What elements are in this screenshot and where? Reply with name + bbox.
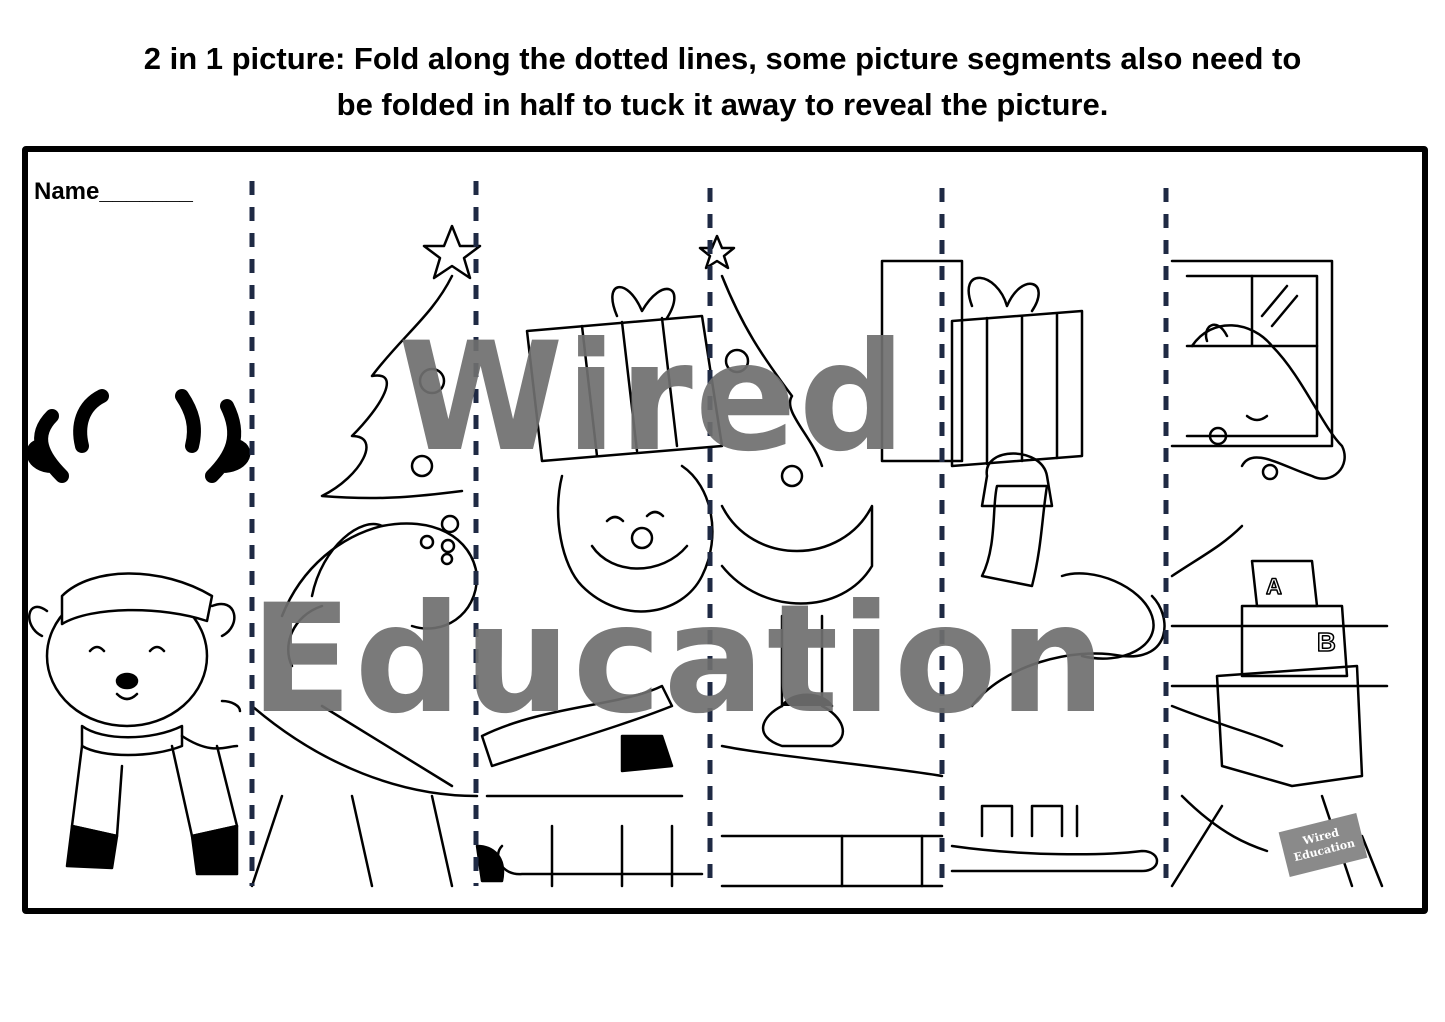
coloring-picture: A B [26,181,1389,888]
instructions: 2 in 1 picture: Fold along the dotted li… [40,36,1405,128]
instructions-line-2: be folded in half to tuck it away to rev… [336,87,1109,122]
christmas-tree-icon [320,224,482,500]
instructions-line-1: 2 in 1 picture: Fold along the dotted li… [143,41,1302,76]
sleigh-icon [950,276,1166,873]
rocking-horse-head-icon [1170,323,1346,578]
watermark-line-2: Education [250,573,1108,747]
svg-text:A: A [1266,574,1282,599]
toy-blocks-icon: A B [1170,559,1389,888]
window-icon [1170,259,1334,448]
name-field-label: Name_______ [34,178,193,205]
reindeer-icon [26,389,251,876]
svg-text:B: B [1317,627,1336,657]
gift-box-icon [525,285,724,463]
fold-lines [249,181,1169,886]
rocking-horse-icon [250,514,479,888]
watermark-line-1: Wired [398,311,908,485]
worksheet-frame [22,146,1428,914]
